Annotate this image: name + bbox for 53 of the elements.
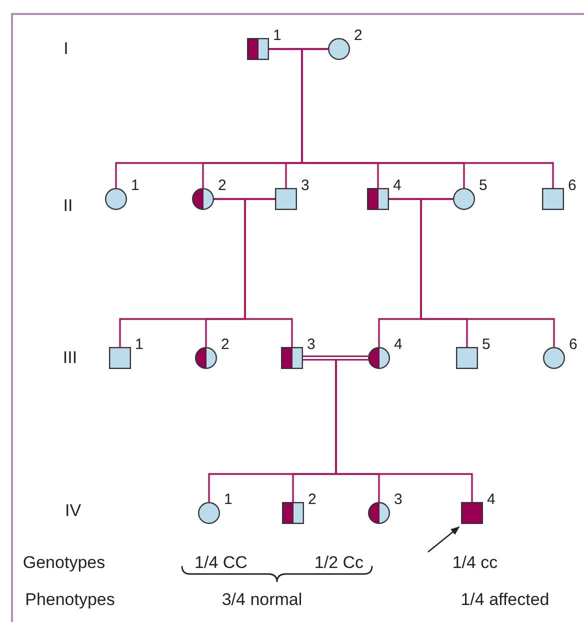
mating-line [389,198,453,200]
male-symbol [542,188,564,210]
individual-number: 3 [307,337,316,353]
individual-number: 3 [394,492,402,508]
female-symbol [105,188,127,210]
female-symbol [453,188,475,210]
individual-number: 2 [218,178,226,194]
row-heading: Phenotypes [25,590,115,610]
individual-number: 6 [568,178,576,194]
male-symbol [456,347,478,369]
phenotype-ratio: 1/4 affected [460,590,550,610]
phenotype-ratio: 3/4 normal [222,590,302,610]
descent-line [420,198,555,347]
individual-number: 4 [393,178,402,194]
genotype-ratio: 1/2 Cc [314,553,364,573]
individual-number: 5 [479,178,488,194]
individual-number: 2 [354,28,362,44]
individual-number: 4 [487,492,496,508]
individual-number: 5 [482,337,490,353]
mating-line [303,356,368,360]
descent-line [244,198,293,347]
individual-number: 1 [135,337,144,353]
male-symbol [275,188,297,210]
generation-label: IV [64,501,82,521]
male-symbol [247,38,269,60]
genotype-ratio: 1/4 CC [194,553,248,573]
female-symbol [198,502,220,524]
female-symbol [368,347,390,369]
individual-number: 1 [224,492,232,508]
male-symbol [109,347,131,369]
genotype-ratio: 1/4 cc [452,553,498,573]
male-symbol [282,502,304,524]
female-symbol [368,502,390,524]
row-heading: Genotypes [22,553,106,573]
generation-label: I [64,39,68,59]
female-symbol [192,188,214,210]
individual-number: 1 [131,178,140,194]
individual-number: 1 [273,28,282,44]
individual-number: 2 [221,337,230,353]
female-symbol [195,347,217,369]
pointer-arrow [428,526,460,553]
female-symbol [328,38,350,60]
female-symbol [543,347,565,369]
individual-number: 3 [301,178,310,194]
individual-number: 2 [308,492,316,508]
generation-label: III [62,348,78,368]
individual-number: 4 [394,337,402,353]
male-symbol [281,347,303,369]
individual-number: 6 [569,337,578,353]
male-symbol [367,188,389,210]
generation-label: II [63,196,73,216]
mating-line [214,198,275,200]
male-symbol [461,502,483,524]
